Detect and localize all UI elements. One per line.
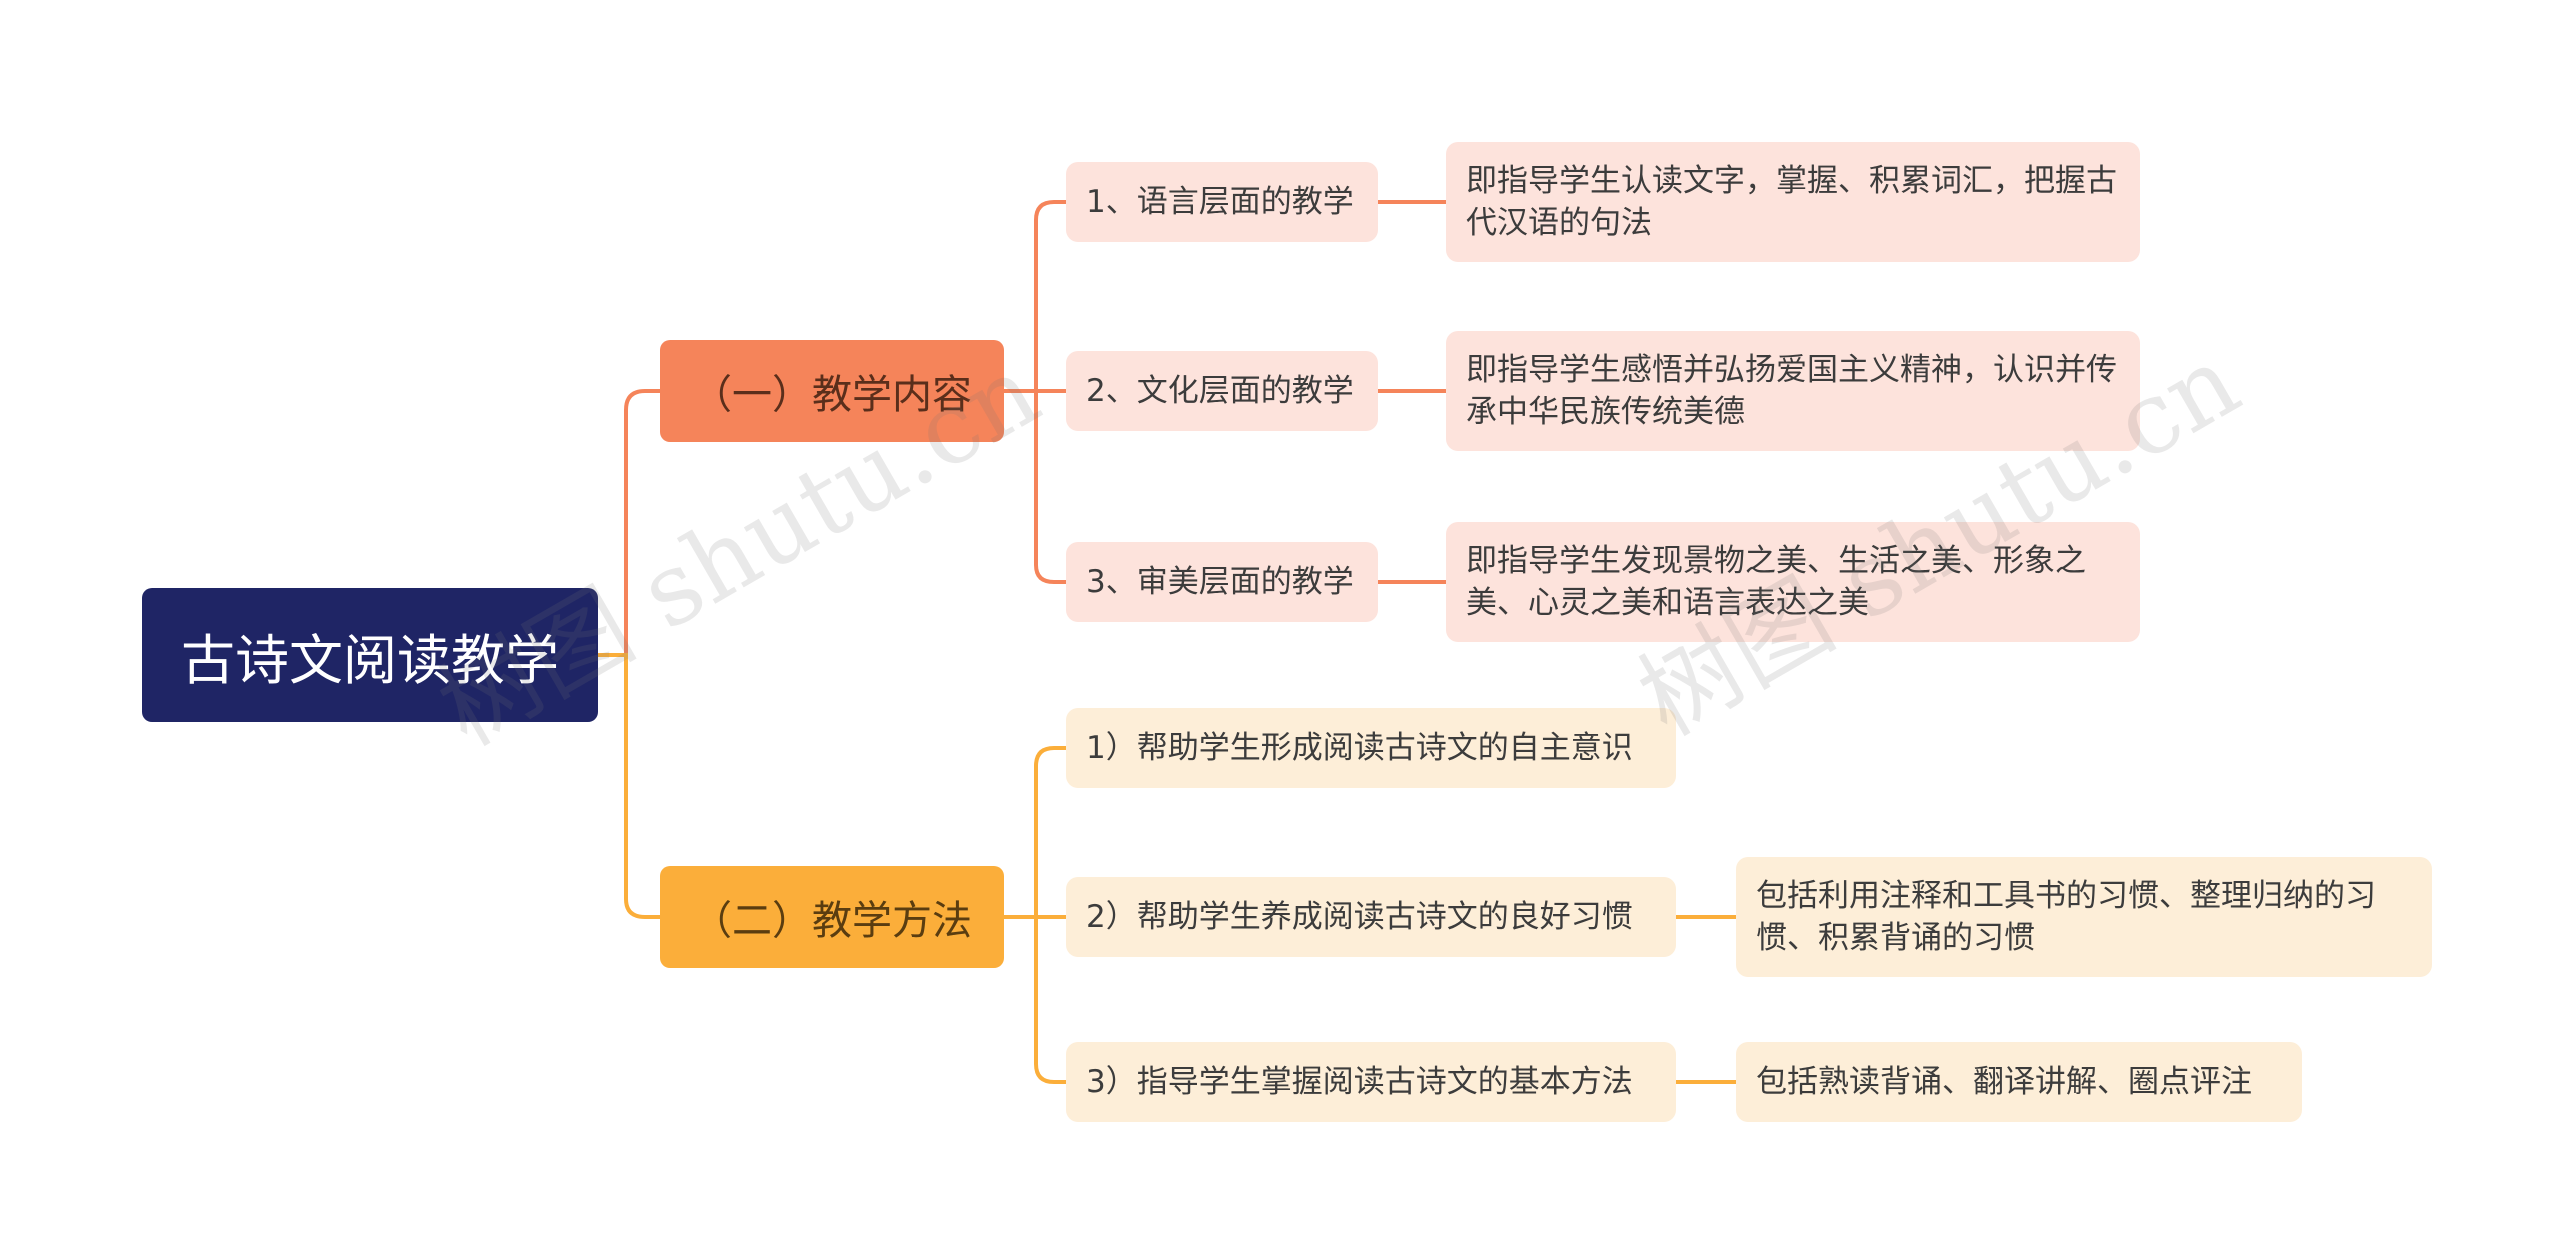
- connector-root-branch1: [598, 389, 660, 657]
- topic-label: 3、审美层面的教学: [1086, 564, 1354, 600]
- topic-label: 2、文化层面的教学: [1086, 373, 1354, 409]
- topic-label: 1）帮助学生形成阅读古诗文的自主意识: [1086, 730, 1633, 766]
- detail-text: 即指导学生发现景物之美、生活之美、形象之美、心灵之美和语言表达之美: [1466, 543, 2086, 621]
- method-basic[interactable]: 3）指导学生掌握阅读古诗文的基本方法: [1066, 1042, 1676, 1122]
- detail-language-level[interactable]: 即指导学生认读文字，掌握、积累词汇，把握古代汉语的句法: [1446, 142, 2140, 262]
- detail-text: 包括利用注释和工具书的习惯、整理归纳的习惯、积累背诵的习惯: [1756, 878, 2376, 956]
- connector-branch2-children: [1004, 746, 1066, 1084]
- detail-habits[interactable]: 包括利用注释和工具书的习惯、整理归纳的习惯、积累背诵的习惯: [1736, 857, 2432, 977]
- connector-root-branch2: [598, 653, 660, 919]
- method-habits[interactable]: 2）帮助学生养成阅读古诗文的良好习惯: [1066, 877, 1676, 957]
- topic-label: 3）指导学生掌握阅读古诗文的基本方法: [1086, 1064, 1633, 1100]
- branch-teaching-method[interactable]: （二）教学方法: [660, 866, 1004, 968]
- detail-text: 即指导学生感悟并弘扬爱国主义精神，认识并传承中华民族传统美德: [1466, 352, 2117, 430]
- topic-culture-level[interactable]: 2、文化层面的教学: [1066, 351, 1378, 431]
- detail-basic[interactable]: 包括熟读背诵、翻译讲解、圈点评注: [1736, 1042, 2302, 1122]
- branch-label: （一）教学内容: [692, 372, 972, 418]
- topic-aesthetic-level[interactable]: 3、审美层面的教学: [1066, 542, 1378, 622]
- detail-text: 包括熟读背诵、翻译讲解、圈点评注: [1756, 1064, 2252, 1100]
- root-label: 古诗文阅读教学: [181, 628, 559, 692]
- topic-label: 1、语言层面的教学: [1086, 184, 1354, 220]
- root-node[interactable]: 古诗文阅读教学: [142, 588, 598, 722]
- connector-branch1-children: [1004, 200, 1066, 584]
- topic-label: 2）帮助学生养成阅读古诗文的良好习惯: [1086, 899, 1633, 935]
- method-autonomy[interactable]: 1）帮助学生形成阅读古诗文的自主意识: [1066, 708, 1676, 788]
- detail-culture-level[interactable]: 即指导学生感悟并弘扬爱国主义精神，认识并传承中华民族传统美德: [1446, 331, 2140, 451]
- topic-language-level[interactable]: 1、语言层面的教学: [1066, 162, 1378, 242]
- detail-text: 即指导学生认读文字，掌握、积累词汇，把握古代汉语的句法: [1466, 163, 2117, 241]
- branch-teaching-content[interactable]: （一）教学内容: [660, 340, 1004, 442]
- branch-label: （二）教学方法: [692, 898, 972, 944]
- detail-aesthetic-level[interactable]: 即指导学生发现景物之美、生活之美、形象之美、心灵之美和语言表达之美: [1446, 522, 2140, 642]
